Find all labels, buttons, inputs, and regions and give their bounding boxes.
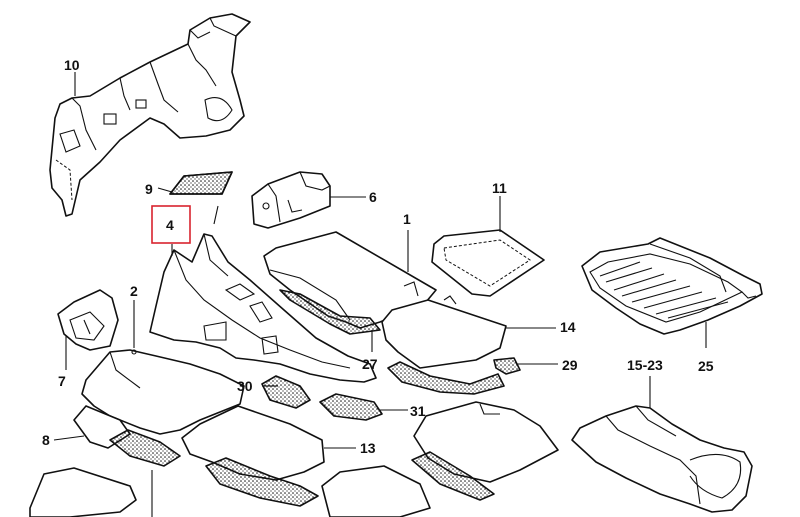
part-4-floor-insulator[interactable] — [149, 205, 377, 383]
leader-8 — [53, 435, 85, 441]
callout-8: 8 — [42, 432, 50, 448]
callout-31: 31 — [410, 403, 426, 419]
leader-9 — [157, 187, 173, 193]
callout-11: 11 — [492, 180, 507, 196]
part-14-rear-carpet[interactable] — [381, 295, 507, 395]
callout-2: 2 — [130, 283, 138, 299]
part-7-side-trim[interactable] — [57, 289, 119, 351]
part-29-pad[interactable] — [493, 357, 521, 375]
part-9-pad[interactable] — [169, 171, 233, 195]
callout-15-23: 15-23 — [627, 357, 663, 373]
callout-9: 9 — [145, 181, 153, 197]
part-10-dash-insulator[interactable] — [49, 13, 251, 217]
part-2-rear-panel[interactable] — [81, 349, 245, 435]
callout-30: 30 — [237, 378, 253, 394]
part-bottom-left-mat[interactable] — [29, 465, 431, 517]
part-30-pad[interactable] — [261, 375, 311, 409]
callout-7: 7 — [58, 373, 66, 389]
callout-4: 4 — [166, 217, 174, 233]
callout-10: 10 — [64, 57, 80, 73]
part-11-floor-mat[interactable] — [431, 229, 545, 297]
callout-1: 1 — [403, 211, 411, 227]
part-1-front-carpet[interactable] — [263, 231, 437, 335]
part-31-pad[interactable] — [319, 393, 383, 421]
callout-13: 13 — [360, 440, 376, 456]
callout-25: 25 — [698, 358, 714, 374]
part-15-23-tire-cover[interactable] — [571, 405, 753, 513]
callout-6: 6 — [369, 189, 377, 205]
part-rear-floor-mat[interactable] — [411, 401, 559, 501]
part-13-floor-mat[interactable] — [181, 405, 325, 507]
part-6-side-trim[interactable] — [251, 171, 331, 229]
part-8-rear-mat[interactable] — [73, 405, 181, 467]
callout-4-highlight-box — [151, 205, 191, 244]
callout-29: 29 — [562, 357, 578, 373]
callout-27: 27 — [362, 356, 378, 372]
part-25-luggage-tray[interactable] — [581, 237, 763, 335]
callout-14: 14 — [560, 319, 576, 335]
